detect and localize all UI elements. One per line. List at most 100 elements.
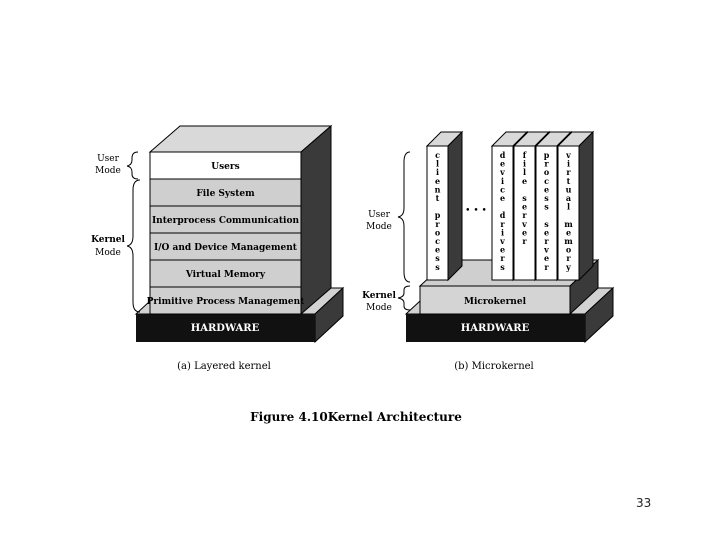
column-letter: v xyxy=(499,167,505,177)
layered-hardware-front xyxy=(136,314,315,342)
column-letter: l xyxy=(567,202,570,212)
layer-label: Virtual Memory xyxy=(185,270,266,280)
column-letter: r xyxy=(544,159,549,169)
micro-user-mode-brace xyxy=(397,151,411,283)
column-letter: e xyxy=(522,176,527,186)
micro-kernel-mode-label: Kernel xyxy=(362,291,396,301)
column-letter: r xyxy=(522,236,527,246)
layer-ipc xyxy=(149,205,302,234)
column-letter: c xyxy=(500,184,505,194)
layer-label: Users xyxy=(211,162,239,172)
column-letter: l xyxy=(523,167,526,177)
column-letter: f xyxy=(523,150,527,160)
layered-user-mode-label: Mode xyxy=(95,166,121,176)
column-letter: o xyxy=(566,245,572,255)
column-letter: e xyxy=(500,159,505,169)
layer-label: Interprocess Communication xyxy=(152,216,299,226)
column-letter: i xyxy=(523,159,526,169)
column-letter: o xyxy=(435,227,441,237)
column-letter: s xyxy=(435,262,440,272)
column-letter: e xyxy=(566,227,571,237)
layer-users xyxy=(149,151,302,180)
ellipsis: • • • xyxy=(465,206,487,216)
micro-kernel-mode-label: Mode xyxy=(366,303,392,313)
column-letter: c xyxy=(544,176,549,186)
column-letter: c xyxy=(435,150,440,160)
micro-user-mode-label: User xyxy=(368,210,391,220)
micro-subcaption: (b) Microkernel xyxy=(454,361,534,372)
layered-kernel-mode-label: Kernel xyxy=(91,235,125,245)
column-letter: r xyxy=(544,236,549,246)
kernel-mode-brace xyxy=(126,179,141,313)
column-process-server xyxy=(535,145,558,281)
column-letter: a xyxy=(566,193,571,203)
column-letter: n xyxy=(435,184,441,194)
layered-kernel: HARDWARE Users File System Interprocess … xyxy=(91,124,345,372)
column-letter: e xyxy=(500,193,505,203)
layer-primitive-process xyxy=(149,286,302,315)
column-letter: r xyxy=(544,262,549,272)
column-letter: v xyxy=(521,219,527,229)
column-letter: e xyxy=(544,184,549,194)
layered-stack-top xyxy=(148,125,333,153)
column-side xyxy=(447,130,463,282)
column-letter: c xyxy=(435,236,440,246)
micro-kernel-mode-brace xyxy=(397,285,411,311)
layered-hardware-label: HARDWARE xyxy=(191,323,260,334)
column-side xyxy=(578,130,594,282)
microkernel-front xyxy=(419,285,571,315)
column-letter: l xyxy=(436,159,439,169)
column-letter: v xyxy=(543,245,549,255)
micro-hardware-label: HARDWARE xyxy=(461,323,530,334)
column-letter: r xyxy=(566,167,571,177)
column-letter: p xyxy=(544,150,550,160)
page-number: 33 xyxy=(636,496,652,510)
column-letter: r xyxy=(500,253,505,263)
micro-user-mode-label: Mode xyxy=(366,222,392,232)
column-client-process xyxy=(426,145,449,281)
layered-stack-side xyxy=(300,124,332,316)
layer-label: File System xyxy=(196,189,255,199)
column-letter: r xyxy=(566,253,571,263)
layer-virtual-memory xyxy=(149,259,302,288)
column-letter: m xyxy=(564,219,573,229)
microkernel-label: Microkernel xyxy=(464,297,527,307)
column-letter: e xyxy=(522,202,527,212)
user-mode-brace xyxy=(126,151,139,180)
column-letter: e xyxy=(500,245,505,255)
layered-subcaption: (a) Layered kernel xyxy=(177,361,271,372)
column-letter: t xyxy=(436,193,440,203)
layered-kernel-mode-label: Mode xyxy=(95,248,121,258)
microkernel: HARDWARE Microkernel clientprocessdevice… xyxy=(362,130,615,372)
layer-label: Primitive Process Management xyxy=(147,297,306,307)
column-letter: s xyxy=(544,202,549,212)
column-letter: s xyxy=(500,262,505,272)
column-letter: r xyxy=(522,210,527,220)
column-device-drivers xyxy=(491,145,514,281)
layer-label: I/O and Device Management xyxy=(154,243,298,253)
column-letter: o xyxy=(544,167,550,177)
column-letter: s xyxy=(544,193,549,203)
column-letter: v xyxy=(499,236,505,246)
column-letter: i xyxy=(501,176,504,186)
column-letter: i xyxy=(436,167,439,177)
column-letter: s xyxy=(544,219,549,229)
column-letter: e xyxy=(435,176,440,186)
column-letter: s xyxy=(522,193,527,203)
column-letter: m xyxy=(564,236,573,246)
column-letter: y xyxy=(565,262,571,272)
micro-hardware-front xyxy=(406,314,585,342)
column-letter: r xyxy=(435,219,440,229)
column-letters: clientprocessdevicedriversfileserverproc… xyxy=(435,150,574,272)
column-letter: p xyxy=(435,210,441,220)
column-letter: e xyxy=(522,227,527,237)
column-letter: s xyxy=(435,253,440,263)
column-letter: t xyxy=(567,176,571,186)
column-letter: e xyxy=(544,253,549,263)
figure-caption-title: Kernel Architecture xyxy=(328,410,463,424)
figure-caption-number: Figure 4.10 xyxy=(250,410,328,424)
column-letter: e xyxy=(544,227,549,237)
column-file-server xyxy=(513,145,536,281)
layer-file-system xyxy=(149,178,302,207)
column-letter: i xyxy=(567,159,570,169)
